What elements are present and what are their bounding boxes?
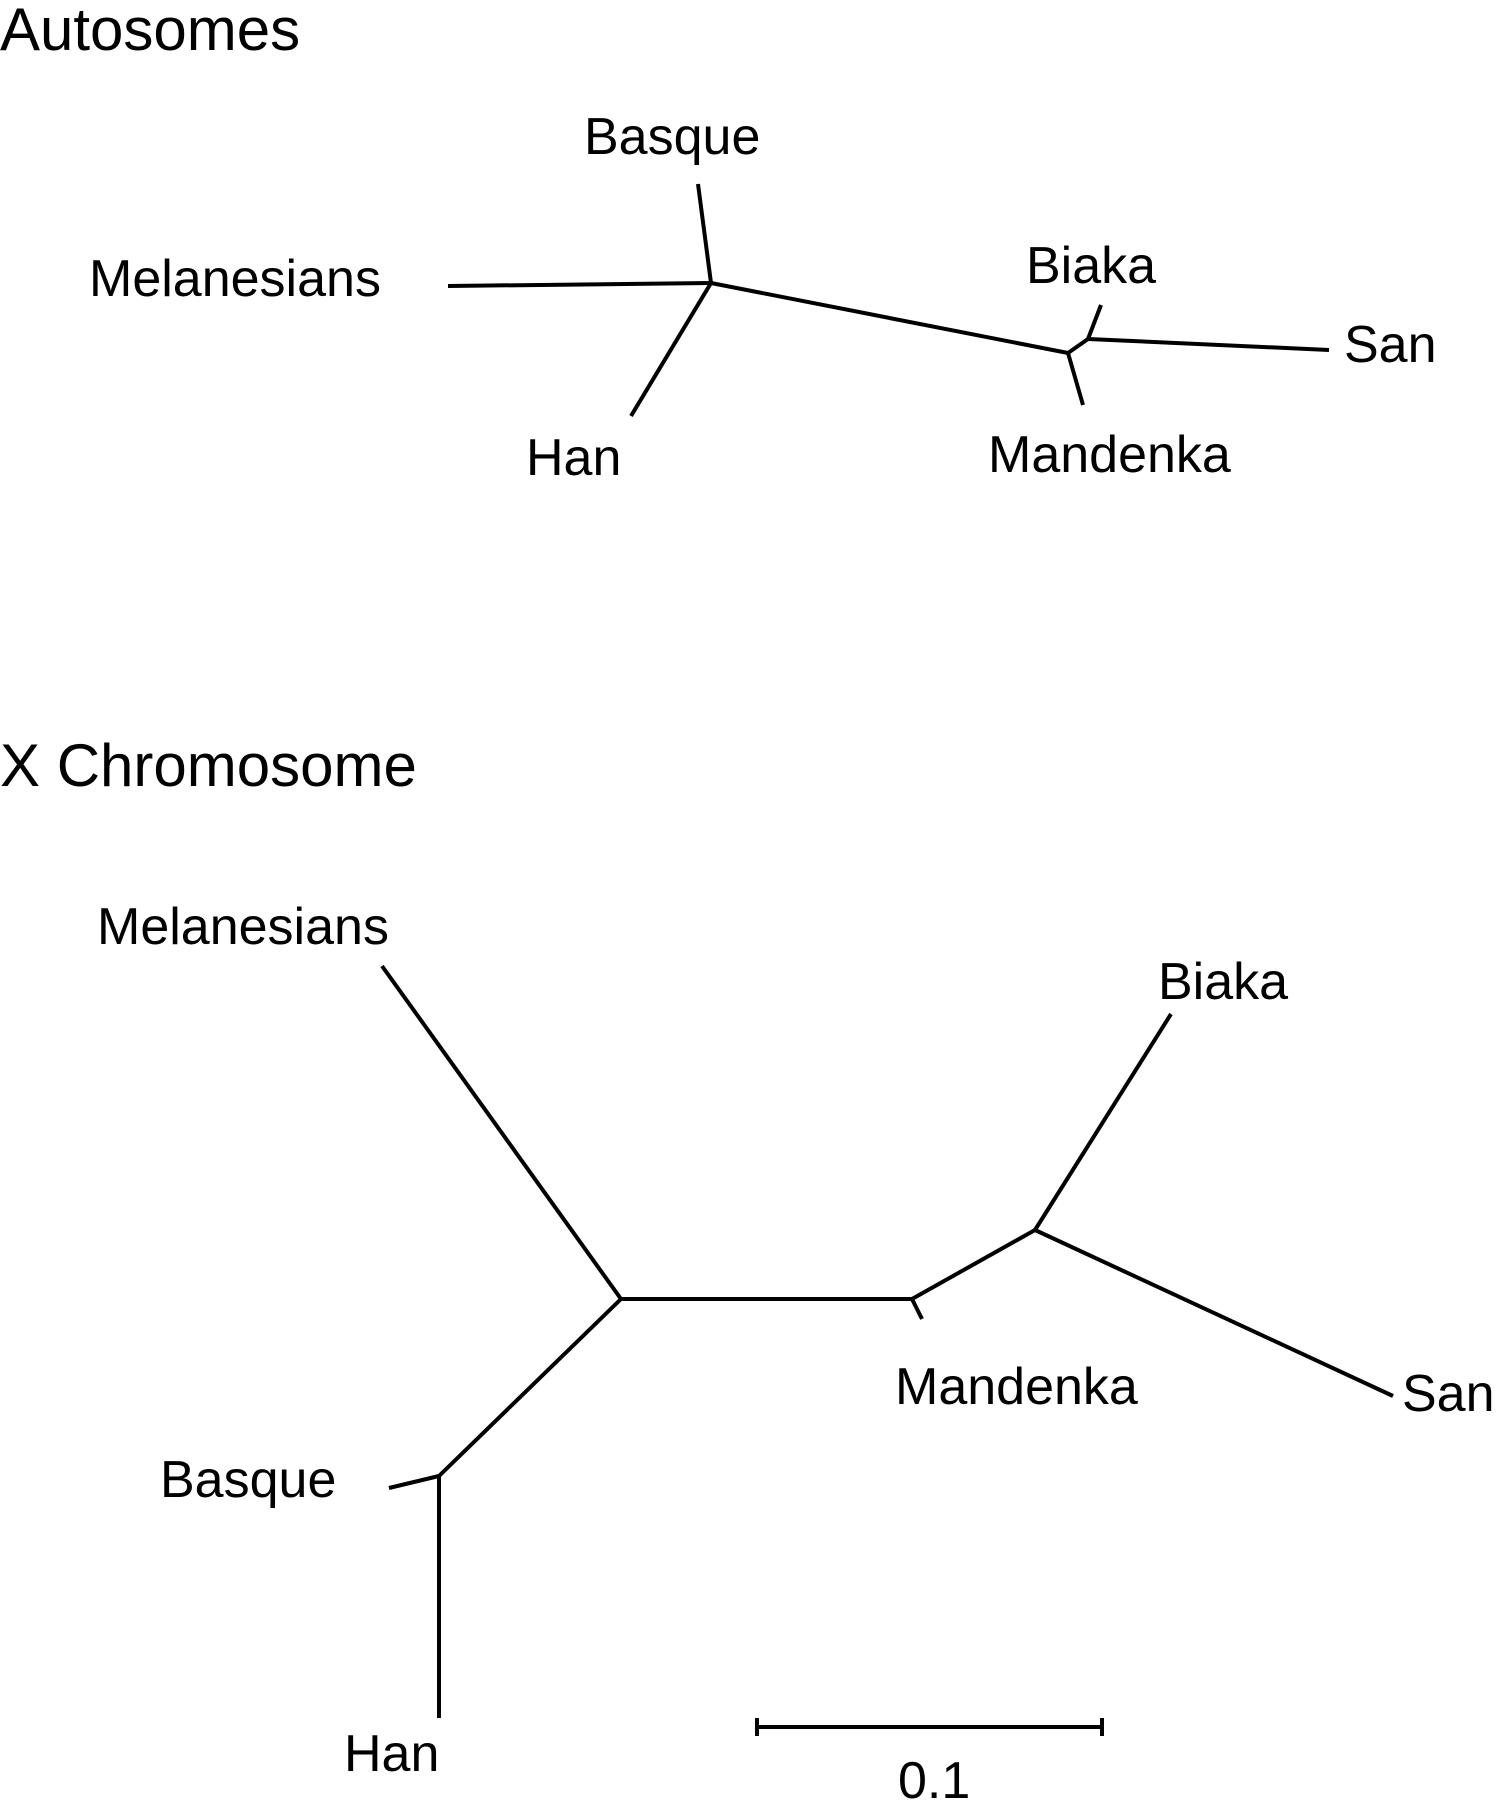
- autosomes-branch-han: [629, 281, 713, 418]
- autosomes-label-melanesians: Melanesians: [89, 250, 381, 308]
- autosomes-branch-san: [1087, 337, 1330, 352]
- x-branch-eurasian-internal: [437, 1297, 623, 1478]
- autosomes-panel: Autosomes Basque Melanesians Han Biaka S…: [0, 0, 1437, 487]
- autosomes-branch-biaka: [1086, 304, 1103, 340]
- x-branch-basque: [388, 1474, 440, 1490]
- x-label-san: San: [1402, 1365, 1495, 1423]
- x-branch-african-internal: [911, 1228, 1036, 1301]
- scale-bar-label: 0.1: [898, 1752, 970, 1800]
- autosomes-title: Autosomes: [0, 0, 300, 63]
- x-label-basque: Basque: [160, 1451, 336, 1509]
- x-chromosome-title: X Chromosome: [0, 732, 417, 799]
- autosomes-label-biaka: Biaka: [1026, 237, 1156, 295]
- autosomes-label-san: San: [1344, 316, 1437, 374]
- autosomes-branch-internal: [710, 281, 1069, 355]
- x-label-han: Han: [344, 1725, 439, 1783]
- autosomes-label-mandenka: Mandenka: [988, 426, 1231, 484]
- scale-bar: 0.1: [755, 1718, 1104, 1800]
- x-label-mandenka: Mandenka: [895, 1358, 1138, 1416]
- x-label-melanesians: Melanesians: [97, 898, 389, 956]
- x-branch-mandenka: [910, 1298, 924, 1320]
- autosomes-branch-mandenka: [1066, 352, 1085, 406]
- autosomes-label-basque: Basque: [584, 108, 760, 166]
- x-branch-melanesians: [380, 964, 623, 1301]
- autosomes-branch-african-node: [1066, 337, 1090, 355]
- x-branch-biaka: [1033, 1012, 1173, 1232]
- autosomes-branch-melanesians: [447, 281, 712, 288]
- autosomes-branch-basque: [696, 183, 713, 284]
- x-label-biaka: Biaka: [1158, 953, 1288, 1011]
- x-chromosome-panel: X Chromosome Melanesians Biaka Mandenka …: [0, 732, 1495, 1800]
- autosomes-label-han: Han: [526, 429, 621, 487]
- x-branch-san: [1034, 1228, 1394, 1398]
